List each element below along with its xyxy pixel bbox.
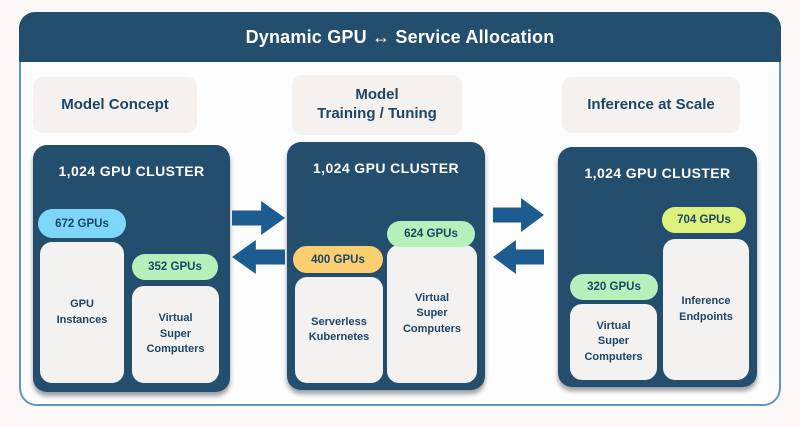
badge-672-gpus: 672 GPUs	[38, 209, 126, 238]
subbox-gpu-instances: GPU Instances	[40, 242, 124, 383]
subbox-virtual-super-computers-2: Virtual Super Computers	[387, 245, 477, 383]
panel-heading-model-concept: Model Concept	[33, 77, 197, 133]
cluster-label: 1,024 GPU CLUSTER	[584, 165, 731, 181]
badge-624-gpus: 624 GPUs	[387, 221, 475, 247]
title-bar: Dynamic GPU ↔ Service Allocation	[19, 12, 781, 62]
badge-352-gpus: 352 GPUs	[132, 254, 218, 280]
gpu-cluster-model-concept: 1,024 GPU CLUSTER 672 GPUs GPU Instances…	[33, 145, 230, 392]
gpu-cluster-model-training: 1,024 GPU CLUSTER 624 GPUs 400 GPUs Serv…	[287, 142, 485, 390]
subbox-serverless-kubernetes: Serverless Kubernetes	[295, 277, 383, 383]
panel-heading-model-training: Model Training / Tuning	[292, 75, 462, 135]
gpu-cluster-inference: 1,024 GPU CLUSTER 704 GPUs Inference End…	[558, 147, 757, 387]
subbox-virtual-super-computers-3: Virtual Super Computers	[570, 304, 657, 380]
cluster-label: 1,024 GPU CLUSTER	[312, 160, 460, 176]
badge-320-gpus: 320 GPUs	[570, 274, 658, 300]
subbox-inference-endpoints: Inference Endpoints	[663, 239, 749, 380]
page-title: Dynamic GPU ↔ Service Allocation	[245, 26, 555, 47]
badge-704-gpus: 704 GPUs	[662, 207, 746, 233]
panel-heading-inference-at-scale: Inference at Scale	[562, 77, 740, 133]
badge-400-gpus: 400 GPUs	[293, 246, 383, 273]
subbox-virtual-super-computers-1: Virtual Super Computers	[132, 286, 219, 383]
cluster-label: 1,024 GPU CLUSTER	[58, 163, 205, 179]
